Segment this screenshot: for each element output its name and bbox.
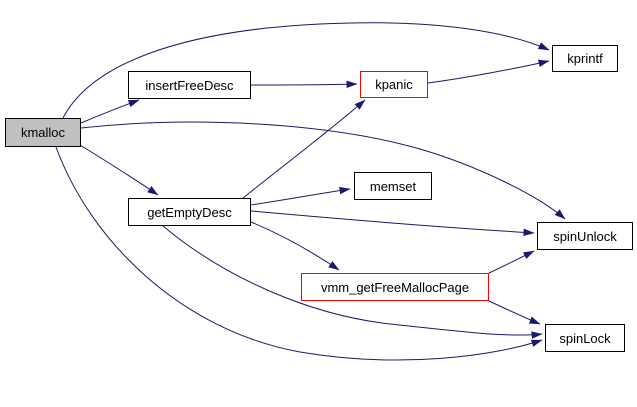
edge-vmm_getFreeMallocPage-to-spinUnlock (488, 250, 535, 274)
node-spinLock[interactable]: spinLock (545, 324, 625, 352)
edge-kpanic-to-kprintf (427, 59, 550, 84)
edge-kmalloc-to-getEmptyDesc (79, 144, 159, 196)
node-kprintf[interactable]: kprintf (552, 45, 618, 72)
node-spinUnlock[interactable]: spinUnlock (537, 222, 633, 250)
edge-getEmptyDesc-to-kpanic (242, 99, 366, 199)
edge-getEmptyDesc-to-spinUnlock (250, 210, 535, 237)
node-memset[interactable]: memset (354, 172, 432, 200)
node-kmalloc[interactable]: kmalloc (5, 118, 81, 147)
node-vmm_getFreeMallocPage[interactable]: vmm_getFreeMallocPage (301, 273, 489, 301)
edge-getEmptyDesc-to-memset (250, 186, 351, 206)
edge-kmalloc-to-insertFreeDesc (80, 99, 140, 124)
edge-vmm_getFreeMallocPage-to-spinLock (488, 300, 541, 325)
edge-getEmptyDesc-to-vmm_getFreeMallocPage (250, 221, 340, 271)
edge-insertFreeDesc-to-kpanic (250, 80, 358, 89)
edge-kmalloc-to-spinLock (55, 146, 543, 361)
node-kpanic[interactable]: kpanic (360, 71, 428, 98)
node-insertFreeDesc[interactable]: insertFreeDesc (128, 71, 251, 99)
node-getEmptyDesc[interactable]: getEmptyDesc (128, 198, 251, 226)
